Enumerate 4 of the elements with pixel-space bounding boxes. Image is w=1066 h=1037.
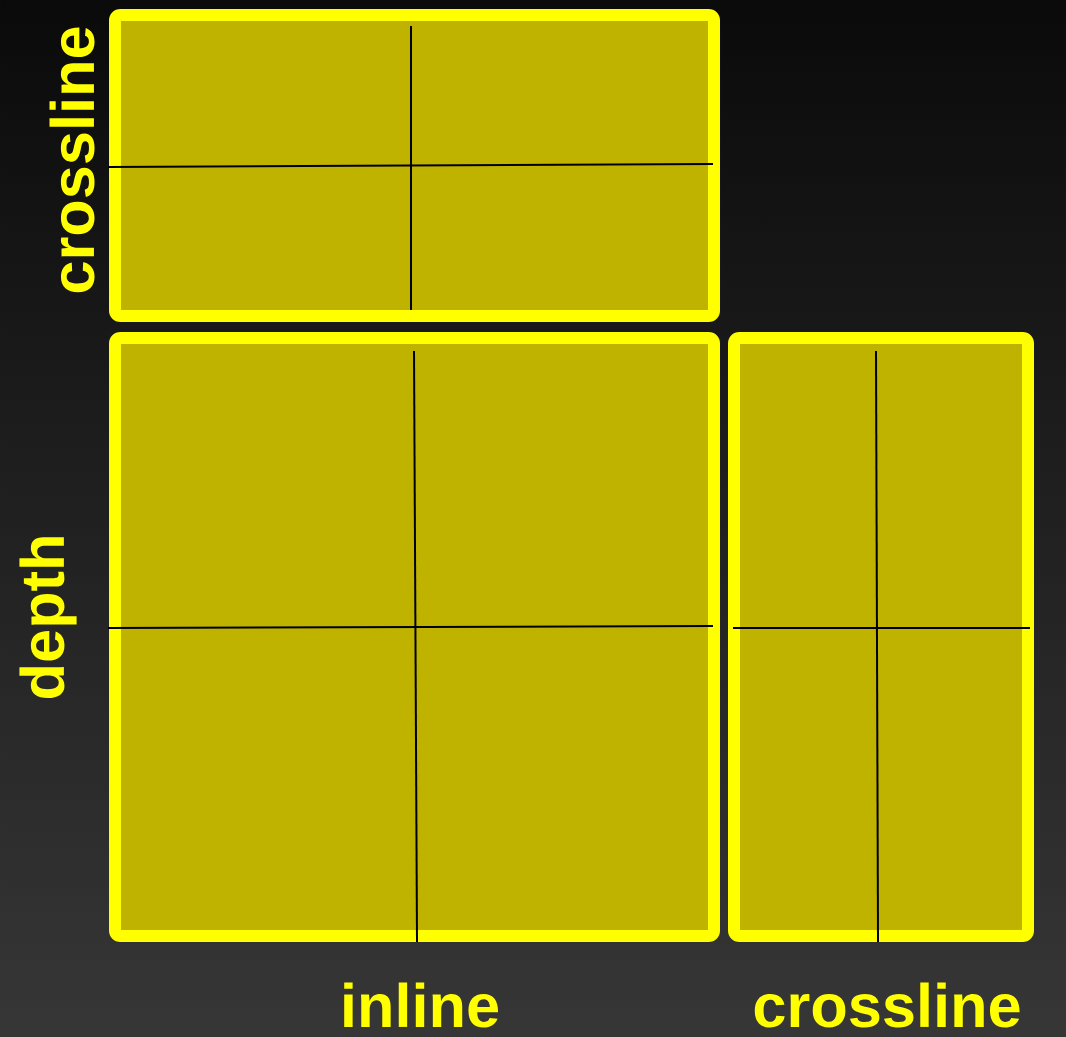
axis-label: crossline [49,27,95,293]
axis-label: inline [344,982,499,1028]
axis-label: crossline [754,982,1020,1028]
axis-label: depth [19,537,77,698]
